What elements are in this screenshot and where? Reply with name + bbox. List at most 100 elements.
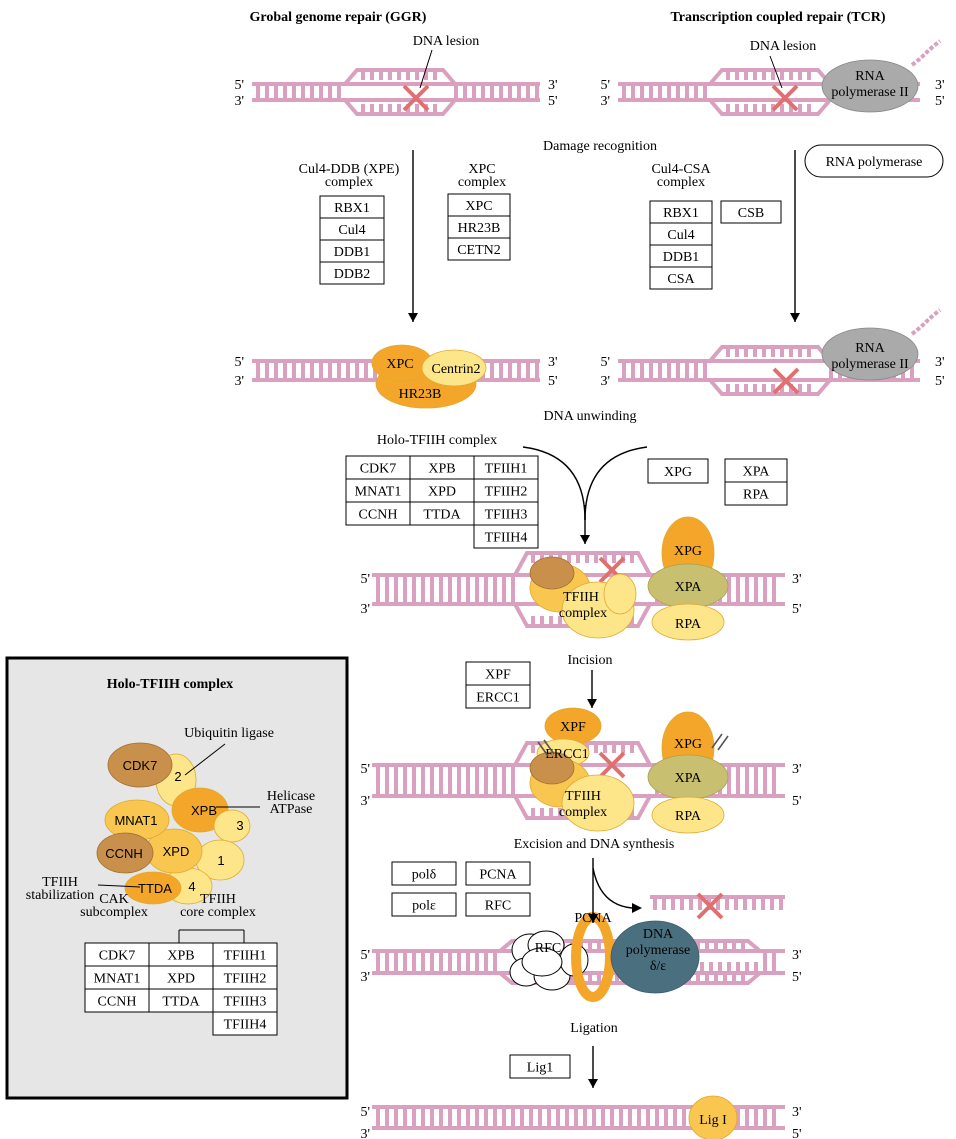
- ggr-lesion-1-b: [402, 84, 430, 112]
- panel-tfiih4-box: [212, 1011, 278, 1036]
- xpa-4-label: XPA: [675, 771, 703, 786]
- cul4ddb-rbx1: RBX1: [334, 201, 370, 216]
- holo-xpd: XPD: [428, 485, 456, 500]
- rfc-box: [465, 892, 531, 917]
- pcna: PCNA: [479, 868, 517, 883]
- tcr-lesion-1-b: [771, 84, 799, 112]
- dna-3-rt: 3': [792, 572, 802, 587]
- panel-tfiih4: TFIIH4: [224, 1018, 267, 1033]
- ggr-dna-1-rt: 3': [548, 78, 558, 93]
- ligation-arrow-head: [588, 1079, 598, 1088]
- panel-ttda-label: TTDA: [138, 881, 172, 896]
- panel-cdk7-label: CDK7: [123, 758, 158, 773]
- panel-ubiquitin-label: Ubiquitin ligase: [184, 726, 274, 741]
- dnapol-l1: DNA: [643, 927, 674, 942]
- cul4ddb-title: Cul4-DDB (XPE)complex: [299, 162, 400, 190]
- rnapol2-2-l1: RNA: [855, 341, 885, 356]
- panel-ubiquitin-pointer: [184, 743, 226, 776]
- cul4csa-cul4: Cul4: [667, 228, 694, 243]
- dna-4-lb: 3': [360, 794, 370, 809]
- lig1-blob: [688, 1095, 738, 1139]
- rna-polymerase-label: RNA polymerase: [826, 155, 923, 170]
- holo-mnat1: MNAT1: [355, 485, 402, 500]
- panel-3: [213, 809, 251, 843]
- ggr-header: Grobal genome repair (GGR): [250, 10, 427, 25]
- holo-tfiih4-box: [473, 524, 539, 549]
- dna-4-rb: 5': [792, 794, 802, 809]
- panel-core-bracket: [178, 929, 245, 944]
- dna-3-bubble-top: [513, 551, 652, 576]
- holo-tfiih2: TFIIH2: [485, 485, 528, 500]
- tcr-dna-2-rt: 3': [935, 355, 945, 370]
- step-damage-recognition: Damage recognition: [543, 139, 657, 154]
- pol-delta-box: [391, 861, 457, 886]
- xpg-3-label: XPG: [674, 544, 702, 559]
- tcr-lesion-label: DNA lesion: [750, 39, 817, 54]
- tcr-header: Transcription coupled repair (TCR): [670, 10, 885, 25]
- lig1-box: Lig1: [527, 1061, 553, 1076]
- excised-arrow: [592, 867, 633, 909]
- dna-3-rb: 5': [792, 602, 802, 617]
- rpa-3-label: RPA: [675, 617, 702, 632]
- ggr-dna-2-lt: 5': [234, 355, 244, 370]
- ggr-lesion-pointer: [419, 49, 433, 89]
- ggr-dna-2-lb: 3': [234, 374, 244, 389]
- lesion-3-b: [598, 556, 626, 584]
- incision-arrow-head: [587, 699, 597, 708]
- xpg-4-label: XPG: [674, 737, 702, 752]
- xpc-complex-cetn2-box: [447, 237, 511, 261]
- xpg-box: XPG: [664, 465, 692, 480]
- tfiih-4-l1: TFIIH: [565, 789, 601, 804]
- xpc-blob-label: XPC: [386, 357, 413, 372]
- hr23b-blob-label: HR23B: [399, 387, 442, 402]
- rfc-blob-label: RFC: [535, 941, 561, 956]
- dna-6-rt: 3': [792, 1105, 802, 1120]
- panel-xpb-label: XPB: [191, 803, 217, 818]
- holo-ttda: TTDA: [423, 508, 461, 523]
- cul4ddb-ddb2-box: [319, 261, 385, 285]
- panel-n3: 3: [236, 818, 243, 833]
- panel-ccnh: CCNH: [98, 995, 137, 1010]
- rnapol2-1-l2: polymerase II: [831, 85, 909, 100]
- cul4csa-csa-box: [649, 266, 713, 290]
- holo-cdk7: CDK7: [360, 462, 397, 477]
- csb-box: [720, 200, 782, 224]
- holo-title: Holo-TFIIH complex: [377, 433, 497, 448]
- tcr-dna-1-bubble-bot: [708, 98, 832, 116]
- panel-ttda: TTDA: [162, 995, 200, 1010]
- holo-tfiih4: TFIIH4: [485, 531, 528, 546]
- cul4ddb-ddb2: DDB2: [334, 267, 371, 282]
- tcr-lesion-2-b: [772, 367, 800, 395]
- panel-ttda: [124, 871, 182, 905]
- xpa-rpa-box-rpa-box: [724, 481, 788, 506]
- rnapol2-2: [821, 327, 919, 381]
- ggr-dna-1-rb: 5': [548, 94, 558, 109]
- panel-cdk7: CDK7: [99, 949, 136, 964]
- pol-epsilon-box: [391, 892, 457, 917]
- rna-polymerase-box: [804, 144, 944, 178]
- tfiih-4b: [561, 774, 635, 832]
- tfiih-4-l2: complex: [559, 805, 607, 820]
- xpc-complex-cetn2: CETN2: [457, 243, 501, 258]
- lig1-blob-label: Lig I: [699, 1113, 727, 1128]
- dna-6-lt: 5': [360, 1105, 370, 1120]
- step-dna-unwinding: DNA unwinding: [544, 409, 637, 424]
- rnapol2-1-l1: RNA: [855, 69, 885, 84]
- tfiih-3-l2: complex: [559, 606, 607, 621]
- dna-5-rb: 5': [792, 970, 802, 985]
- panel-n1: 1: [217, 853, 224, 868]
- lig1-box-box: [509, 1054, 571, 1079]
- tcr-dna-1-rb: 5': [935, 94, 945, 109]
- xpa-rpa-box-rpa: RPA: [743, 488, 770, 503]
- xpf-ercc1-box-xpf: XPF: [485, 668, 511, 683]
- cul4csa-csa: CSA: [667, 272, 695, 287]
- ggr-arrow-1-head: [408, 313, 418, 322]
- panel-xpd-label: XPD: [163, 844, 190, 859]
- cul4ddb-cul4: Cul4: [338, 223, 365, 238]
- centrin2-blob-label: Centrin2: [432, 362, 481, 377]
- dna-4-lt: 5': [360, 762, 370, 777]
- xpa-rpa-box-xpa: XPA: [743, 465, 771, 480]
